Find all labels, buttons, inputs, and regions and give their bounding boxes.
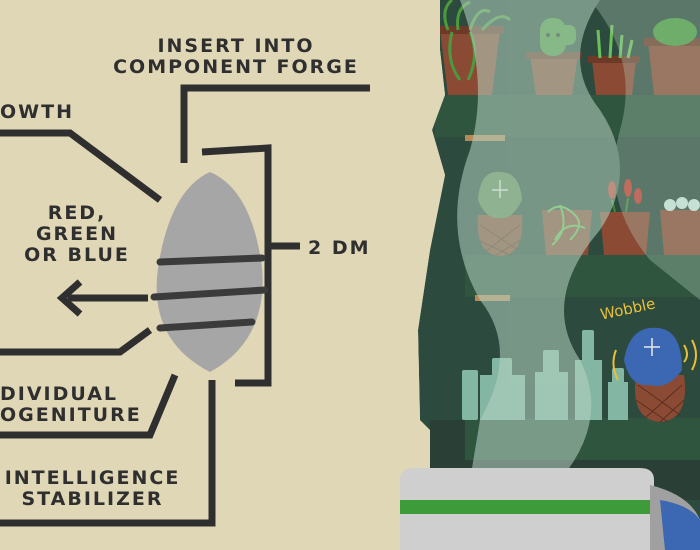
growth-label: OWTH (0, 101, 74, 123)
individual-label-line2: OGENITURE (0, 404, 142, 426)
color-label: RED, GREEN OR BLUE (22, 203, 132, 266)
seed-icon (150, 172, 269, 372)
color-label-line3: OR BLUE (24, 244, 130, 266)
mist-cloud (457, 0, 700, 480)
intelligence-label-line2: STABILIZER (21, 488, 164, 510)
color-label-line1: RED, (47, 202, 107, 224)
insert-label-line1: INSERT INTO (157, 35, 315, 57)
insert-label-line2: COMPONENT FORGE (113, 56, 359, 78)
intelligence-label-line1: INTELLIGENCE (4, 467, 181, 489)
seed-pod-blue-icon (612, 327, 697, 423)
color-label-line2: GREEN (35, 223, 119, 245)
insert-label: INSERT INTO COMPONENT FORGE (96, 36, 376, 78)
individual-label-line1: DIVIDUAL (0, 383, 119, 405)
diagram-lines (0, 84, 370, 527)
pepper-plant-icon (600, 212, 650, 255)
size-label: 2 DM (308, 237, 371, 259)
intelligence-label: INTELLIGENCE STABILIZER (0, 468, 185, 510)
individual-label: DIVIDUAL OGENITURE (0, 384, 142, 426)
incubator-machine-icon (400, 468, 700, 550)
